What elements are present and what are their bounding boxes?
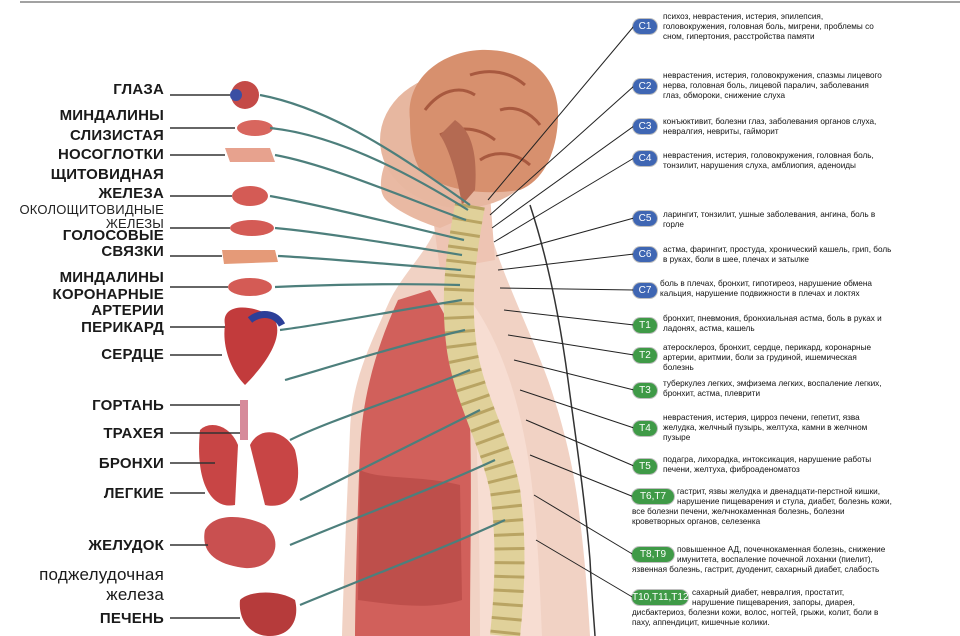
abdominal-organs bbox=[358, 470, 462, 606]
organ-label-heart: СЕРДЦЕ bbox=[101, 346, 164, 363]
vertebra-badge-c7: C7 bbox=[633, 283, 657, 298]
vertebra-badge-c4: C4 bbox=[633, 151, 657, 166]
vertebra-badge-c2: C2 bbox=[633, 79, 657, 94]
vertebra-badge-t2: T2 bbox=[633, 348, 657, 363]
symptom-text-c1: психоз, неврастения, истерия, эпилепсия,… bbox=[663, 12, 874, 42]
organ-label-larynx: ГОРТАНЬ bbox=[92, 397, 164, 414]
symptom-text-t2: атеросклероз, бронхит, сердце, перикард,… bbox=[663, 343, 871, 373]
organ-label-pancreas-gland: железа bbox=[106, 585, 164, 604]
symptom-text-c6: астма, фарингит, простуда, хронический к… bbox=[663, 245, 891, 265]
vertebra-badge-c5: C5 bbox=[633, 211, 657, 226]
organ-label-thyroid-gland: ЖЕЛЕЗА bbox=[98, 185, 164, 202]
organ-label-mucosa: СЛИЗИСТАЯ bbox=[70, 127, 164, 144]
organ-label-liver: ПЕЧЕНЬ bbox=[100, 610, 164, 627]
organ-label-nasopharynx: НОСОГЛОТКИ bbox=[58, 146, 164, 163]
symptom-text-c4: неврастения, истерия, головокружения, го… bbox=[663, 151, 874, 171]
organ-label-parathyroid: ОКОЛОЩИТОВИДНЫЕ bbox=[19, 203, 164, 217]
organ-label-stomach: ЖЕЛУДОК bbox=[88, 537, 164, 554]
organ-label-pericardium: ПЕРИКАРД bbox=[81, 319, 164, 336]
vertebra-badge-t1: T1 bbox=[633, 318, 657, 333]
organ-label-lungs: ЛЕГКИЕ bbox=[104, 485, 164, 502]
symptom-text-t1: бронхит, пневмония, бронхиальная астма, … bbox=[663, 314, 882, 334]
vertebra-badge-c1: C1 bbox=[633, 19, 657, 34]
symptom-text-t10-t12: сахарный диабет, невралгия, простатит,на… bbox=[632, 588, 878, 628]
organ-icons bbox=[199, 81, 298, 636]
organ-label-tonsils: МИНДАЛИНЫ bbox=[60, 107, 164, 124]
vertebra-badge-t5: T5 bbox=[633, 459, 657, 474]
organ-label-coronary: КОРОНАРНЫЕ bbox=[53, 286, 165, 303]
organ-label-arteries: АРТЕРИИ bbox=[91, 302, 164, 319]
symptom-text-c7: боль в плечах, бронхит, гипотиреоз, нару… bbox=[660, 279, 872, 299]
vertebra-badge-c3: C3 bbox=[633, 119, 657, 134]
symptom-text-t3: туберкулез легких, эмфизема легких, восп… bbox=[663, 379, 882, 399]
vertebra-badge-c6: C6 bbox=[633, 247, 657, 262]
symptom-text-t6-t7: гастрит, язвы желудка и двенадцати-перст… bbox=[632, 487, 892, 527]
vertebra-badge-t3: T3 bbox=[633, 383, 657, 398]
organ-label-vocal: ГОЛОСОВЫЕ bbox=[63, 227, 164, 244]
organ-label-eyes: ГЛАЗА bbox=[113, 81, 164, 98]
symptom-text-c5: ларингит, тонзилит, ушные заболевания, а… bbox=[663, 210, 875, 230]
symptom-text-c2: неврастения, истерия, головокружения, сп… bbox=[663, 71, 882, 101]
organ-label-bronchi: БРОНХИ bbox=[99, 455, 164, 472]
organ-label-pancreas: поджелудочная bbox=[39, 565, 164, 584]
organ-label-tonsils-2: МИНДАЛИНЫ bbox=[60, 269, 164, 286]
symptom-text-t5: подагра, лихорадка, интоксикация, наруше… bbox=[663, 455, 871, 475]
symptom-text-t8-t9: повышенное АД, почечнокаменная болезнь, … bbox=[632, 545, 885, 575]
symptom-text-t4: неврастения, истерия, цирроз печени, геп… bbox=[663, 413, 867, 443]
organ-label-trachea: ТРАХЕЯ bbox=[103, 425, 164, 442]
vertebra-badge-t4: T4 bbox=[633, 421, 657, 436]
organ-label-thyroid: ЩИТОВИДНАЯ bbox=[51, 166, 164, 183]
organ-label-vocal-cords: СВЯЗКИ bbox=[101, 243, 164, 260]
symptom-text-c3: конъюктивит, болезни глаз, заболевания о… bbox=[663, 117, 876, 137]
